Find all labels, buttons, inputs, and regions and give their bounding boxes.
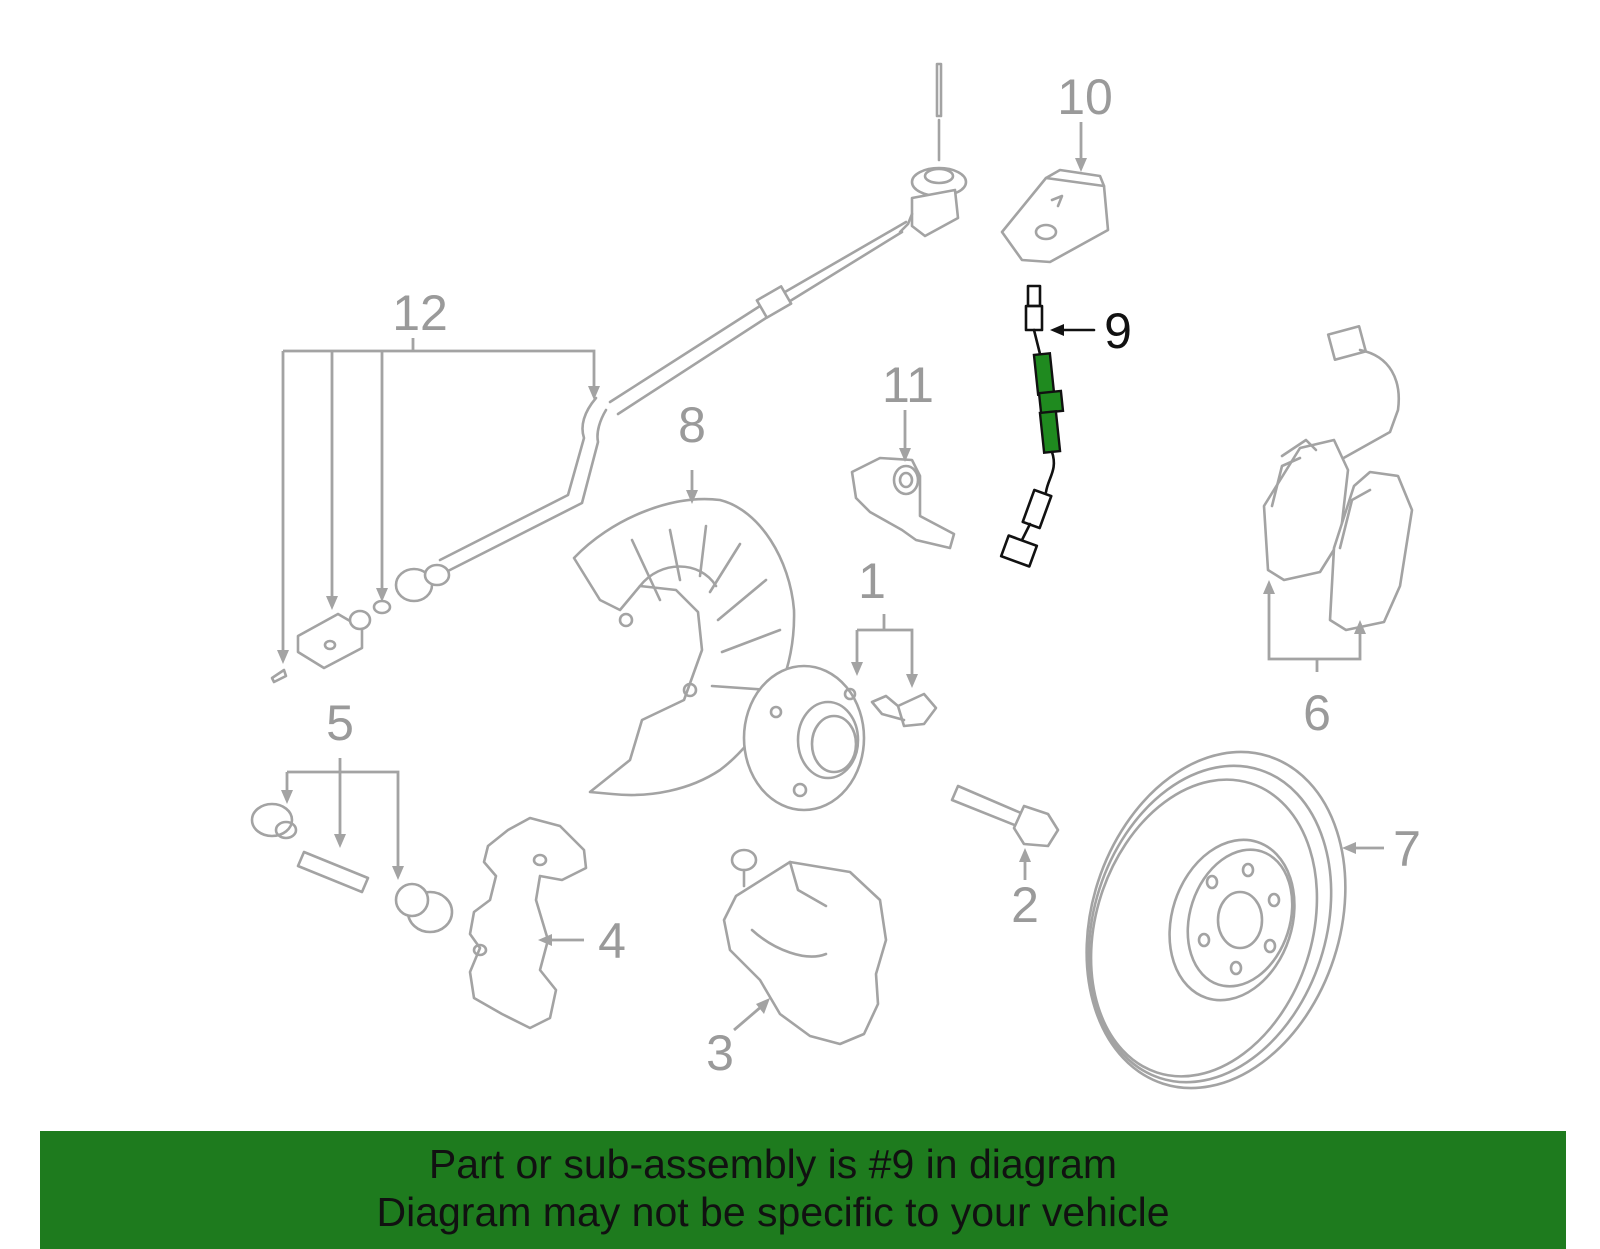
callout-2: 2: [1011, 877, 1039, 933]
leader-11: [899, 410, 911, 462]
leader-5: [281, 758, 404, 880]
leader-4: [538, 934, 584, 946]
part-6-brake-pads: [1262, 325, 1414, 632]
callout-8: 8: [678, 397, 706, 453]
part-7-brake-rotor: [1085, 750, 1347, 1090]
part-2-bolt: [950, 784, 1060, 848]
part-5-guide-pins: [250, 802, 454, 934]
callout-7: 7: [1393, 821, 1421, 877]
leader-6: [1263, 580, 1366, 672]
callout-5: 5: [326, 695, 354, 751]
part-10-bracket: [1000, 168, 1110, 264]
callout-11: 11: [882, 357, 934, 413]
leader-1: [851, 614, 918, 688]
callout-9: 9: [1104, 303, 1132, 359]
banner-line-disclaimer: Diagram may not be specific to your vehi…: [376, 1189, 1170, 1235]
callout-1: 1: [858, 553, 886, 609]
part-11-housing: [850, 456, 956, 550]
notice-banner: Part or sub-assembly is #9 in diagram Di…: [40, 1131, 1566, 1249]
callout-12: 12: [392, 285, 448, 341]
leader-3: [733, 998, 770, 1032]
part-4-caliper-bracket: [468, 816, 588, 1030]
banner-line-part-number: Part or sub-assembly is #9 in diagram: [428, 1141, 1118, 1187]
leader-12: [277, 338, 600, 664]
part-9-wear-sensor: [999, 284, 1065, 568]
part-1-wheel-hub: [742, 664, 938, 812]
part-3-caliper: [722, 848, 888, 1046]
callout-10: 10: [1057, 69, 1113, 125]
leader-2: [1019, 848, 1031, 880]
callout-6: 6: [1303, 685, 1331, 741]
leader-8: [686, 470, 698, 504]
callout-4: 4: [598, 913, 626, 969]
leader-9: [1050, 324, 1096, 336]
leader-7: [1342, 842, 1384, 854]
leader-10: [1075, 122, 1087, 172]
callout-3: 3: [706, 1025, 734, 1081]
